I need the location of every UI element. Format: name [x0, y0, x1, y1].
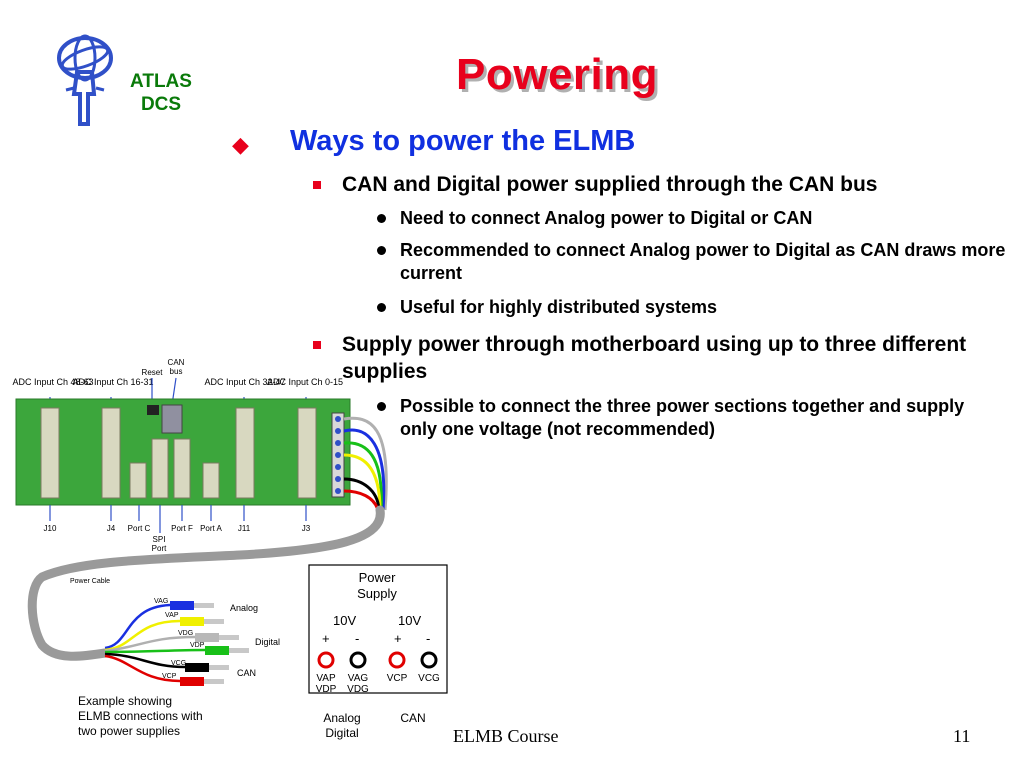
caption-line-3: two power supplies: [78, 724, 180, 738]
wire-vdg: VDG: [178, 630, 193, 637]
sub1-item-3: Useful for highly distributed systems: [400, 297, 718, 317]
wire-vcp: VCP: [162, 673, 177, 680]
ps-minus-2: -: [426, 631, 430, 646]
diamond-bullet-icon: ◆: [232, 132, 249, 157]
page-number: 11: [953, 726, 971, 746]
adc-label-ch16: ADC Input Ch 16-31: [72, 377, 153, 387]
group-digital: Digital: [255, 637, 280, 647]
ps-under-1a: Analog: [323, 711, 360, 725]
footer-course: ELMB Course: [453, 726, 559, 746]
atlas-logo-icon: [57, 34, 113, 126]
dot-bullet-icon: [377, 246, 386, 255]
label-spi-1: SPI: [153, 535, 166, 544]
ps-under-2: CAN: [400, 711, 425, 725]
reset-label: Reset: [142, 368, 164, 377]
ps-volt-2: 10V: [398, 613, 421, 628]
dot-bullet-icon: [377, 303, 386, 312]
sub2-item-1: Possible to connect the three power sect…: [400, 396, 965, 439]
ps-title-2: Supply: [357, 586, 397, 601]
ps-volt-1: 10V: [333, 613, 356, 628]
ps-term-1a: VAP: [316, 673, 336, 684]
adc-label-ch48: ADC Input Ch 48-63: [12, 377, 93, 387]
logo-text: ATLAS DCS: [118, 70, 204, 116]
label-j3: J3: [302, 524, 311, 533]
wire-vag: VAG: [154, 598, 168, 605]
sub1-item-2: Recommended to connect Analog power to D…: [400, 240, 1006, 283]
square-bullet-icon: [313, 341, 321, 349]
ps-term-1b: VDP: [316, 684, 337, 695]
label-port-f: Port F: [171, 524, 193, 533]
logo-line-2: DCS: [140, 94, 182, 115]
ps-plus-2: +: [394, 631, 402, 646]
wire-vap: VAP: [165, 612, 179, 619]
power-supply-box: [308, 564, 448, 694]
ps-plus-1: +: [322, 631, 330, 646]
logo-line-1: ATLAS: [130, 71, 192, 92]
label-j11: J11: [238, 524, 251, 533]
ps-term-2b: VDG: [347, 684, 369, 695]
adc-label-ch32: ADC Input Ch 32-47: [204, 377, 285, 387]
main-bullet: Ways to power the ELMB: [290, 125, 636, 157]
power-cable-label: Power Cable: [70, 578, 110, 585]
ps-term-3: VCP: [387, 673, 408, 684]
ps-under-1b: Digital: [325, 726, 358, 740]
sub-bullet-1: CAN and Digital power supplied through t…: [342, 173, 878, 196]
ps-title-1: Power: [359, 570, 397, 585]
label-j10: J10: [44, 524, 57, 533]
power-cable: [27, 505, 385, 661]
wire-vcg: VCG: [171, 660, 186, 667]
dot-bullet-icon: [377, 214, 386, 223]
can-bus-label-1: CAN: [168, 358, 185, 367]
label-port-c: Port C: [128, 524, 151, 533]
group-can: CAN: [237, 668, 256, 678]
caption-line-1: Example showing: [78, 694, 172, 708]
adc-label-ch0: ADC Input Ch 0-15: [267, 377, 343, 387]
label-spi-2: Port: [152, 544, 167, 553]
can-bus-label-2: bus: [170, 367, 183, 376]
caption-line-2: ELMB connections with: [78, 709, 203, 723]
terminal-black-2-icon: [420, 651, 438, 669]
group-analog: Analog: [230, 603, 258, 613]
elmb-diagram: ADC Input Ch 48-63 ADC Input Ch 16-31 AD…: [12, 358, 448, 740]
page-title: Powering: [456, 50, 659, 99]
ps-term-2a: VAG: [348, 673, 369, 684]
label-port-a: Port A: [200, 524, 222, 533]
square-bullet-icon: [313, 181, 321, 189]
label-j4: J4: [107, 524, 116, 533]
sub-bullet-2: Supply power through motherboard using u…: [342, 333, 967, 383]
terminal-red-2-icon: [388, 651, 406, 669]
ps-term-4: VCG: [418, 673, 440, 684]
ps-minus-1: -: [355, 631, 359, 646]
dot-bullet-icon: [377, 402, 386, 411]
terminal-red-1-icon: [317, 651, 335, 669]
terminal-black-1-icon: [349, 651, 367, 669]
wire-vdp: VDP: [190, 642, 205, 649]
sub1-item-1: Need to connect Analog power to Digital …: [400, 208, 813, 228]
